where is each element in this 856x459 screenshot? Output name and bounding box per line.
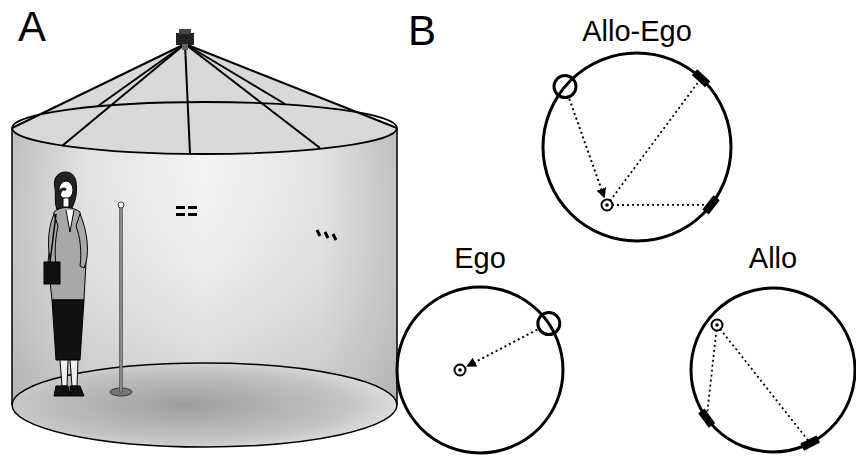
pole [110, 202, 132, 396]
wall-edge [11, 128, 13, 405]
walk-arrow [467, 330, 537, 367]
landmark-card [698, 409, 715, 428]
panel-label: B [408, 10, 436, 52]
wall-landmark [317, 230, 336, 240]
condition-circle: Ego [383, 243, 577, 275]
target-location [602, 200, 613, 211]
arena-circle [677, 274, 856, 459]
arena-circle [529, 39, 745, 255]
camera [176, 29, 194, 50]
condition-circle: Allo-Ego [529, 16, 745, 48]
condition-circle: Allo [677, 243, 856, 275]
start-marker [538, 313, 560, 335]
sight-line [717, 325, 810, 443]
target-dot [458, 368, 462, 372]
landmark-card [702, 195, 719, 214]
target-dot [715, 323, 719, 327]
condition-label: Allo [677, 243, 856, 275]
rim [12, 102, 397, 154]
landmark-card [692, 69, 711, 87]
roof-ribs [12, 44, 397, 154]
sight-line [607, 204, 711, 206]
arena-outline [691, 288, 855, 452]
arena-outline [543, 53, 731, 241]
condition-label: Ego [383, 243, 577, 275]
sight-line [707, 325, 717, 418]
panel-label: A [18, 6, 46, 48]
wall-landmark [176, 206, 197, 216]
wall-shade [12, 128, 397, 447]
walk-arrow [569, 99, 604, 198]
arena-outline [397, 287, 563, 453]
target-location [455, 365, 466, 376]
floor [12, 363, 397, 447]
condition-label: Allo-Ego [529, 16, 745, 48]
sight-line [607, 78, 701, 205]
target-dot [605, 203, 609, 207]
arena-circle [383, 273, 577, 459]
person-figure [44, 172, 87, 396]
start-marker [554, 76, 576, 98]
target-location [712, 320, 723, 331]
roof [12, 44, 397, 154]
cylinder-wall [12, 128, 397, 447]
landmark-card [800, 435, 820, 450]
